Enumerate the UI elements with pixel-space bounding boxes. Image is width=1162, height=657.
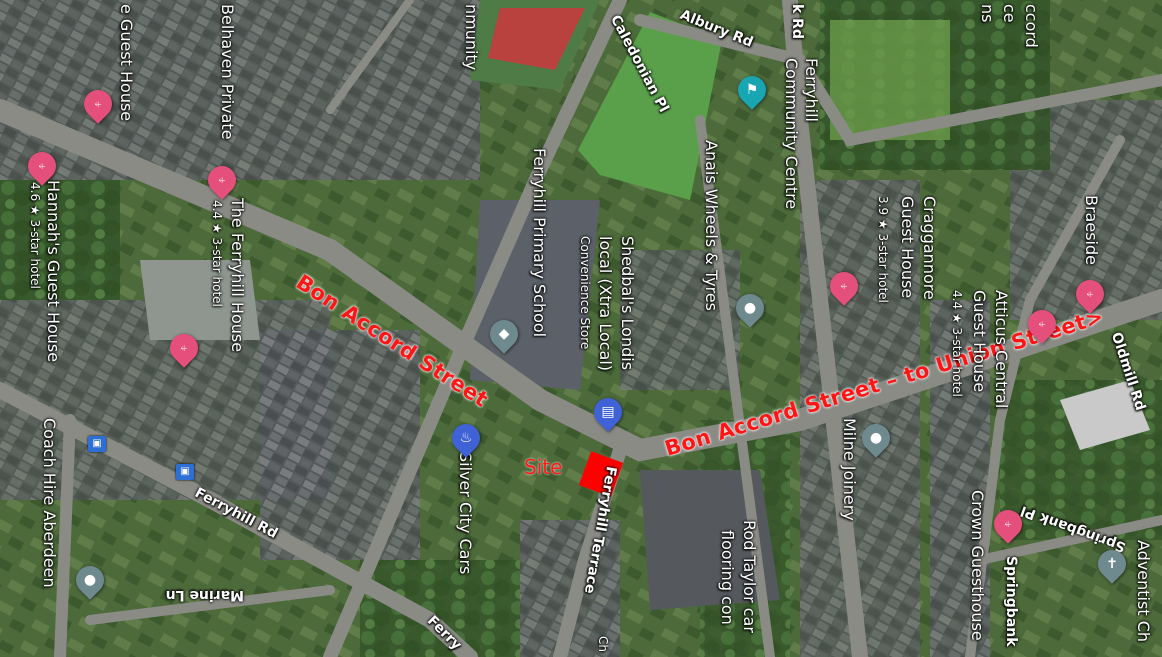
hotel-pin-hannahs[interactable]: ⍅ (22, 146, 62, 186)
label-community-top: nmunity (462, 4, 481, 71)
hotel-bed-icon: ⍅ (839, 278, 849, 294)
label-braeside[interactable]: Braeside (1082, 195, 1101, 265)
hotel-bed-icon: ⍅ (1037, 316, 1047, 332)
label-craggannore-rating: 3.9 ★ 3-star hotel (876, 196, 890, 303)
label-coach-hire-aberdeen[interactable]: Coach Hire Aberdeen (40, 418, 59, 588)
label-ferryhill-cc-line1[interactable]: Ferryhill (802, 58, 821, 122)
label-hannahs-guest-house[interactable]: Hannah's Guest House (44, 180, 63, 363)
label-atticus-rating: 4.4 ★ 3-star hotel (950, 290, 964, 397)
store-icon: ▤ (601, 404, 615, 420)
label-rod-taylor[interactable]: Rod Taylor car (740, 520, 759, 633)
place-pin-anais[interactable]: ● (730, 288, 770, 328)
hotel-bed-icon: ⍅ (1003, 516, 1013, 532)
label-silver-city-cars[interactable]: Silver City Cars (456, 452, 475, 575)
community-centre-pin[interactable]: ⚑ (732, 70, 772, 110)
label-crown-guesthouse[interactable]: Crown Guesthouse (968, 490, 987, 641)
place-dot-icon: ● (743, 300, 757, 316)
place-pin-coach-hire[interactable]: ● (70, 560, 110, 600)
label-ferryhill-cc-line2[interactable]: Community Centre (782, 58, 801, 210)
label-convenience-store: Convenience Store (578, 236, 592, 350)
label-milne-joinery[interactable]: Milne Joinery (840, 418, 859, 521)
hotel-pin-braeside[interactable]: ⍅ (1070, 274, 1110, 314)
hotel-pin-ferryhill-house[interactable]: ⍅ (164, 328, 204, 368)
label-atticus-guest-house[interactable]: Guest House (970, 290, 989, 393)
label-accord-top: ccord (1022, 4, 1041, 48)
bus-stop-icon[interactable]: ▣ (176, 464, 194, 480)
place-pin-ferryhill-primary[interactable]: ◆ (484, 314, 524, 354)
hotel-bed-icon: ⍅ (217, 172, 227, 188)
hotel-pin-belhaven[interactable]: ⍅ (202, 160, 242, 200)
label-shedbals-local: local (Xtra Local) (596, 236, 615, 372)
hotel-pin-craggannore[interactable]: ⍅ (824, 266, 864, 306)
label-ferryhill-primary-school[interactable]: Ferryhill Primary School (530, 148, 549, 338)
label-anais-wheels-tyres[interactable]: Anais Wheels & Tyres (702, 140, 721, 311)
place-pin-milne[interactable]: ● (856, 418, 896, 458)
hotel-pin-crown[interactable]: ⍅ (988, 504, 1028, 544)
community-icon: ⚑ (745, 82, 759, 98)
place-dot-icon: ● (869, 430, 883, 446)
hotel-pin-atticus[interactable]: ⍅ (1022, 304, 1062, 344)
hotel-pin-guest-house-top[interactable]: ⍅ (78, 84, 118, 124)
label-craggannore[interactable]: Craggannore (920, 196, 939, 300)
label-hannahs-rating: 4.6 ★ 3-star hotel (28, 182, 42, 289)
label-adventist[interactable]: Adventist Ch (1134, 540, 1153, 642)
road-k-rd: k Rd (789, 4, 805, 39)
church-cross-icon: ✝ (1106, 556, 1118, 572)
label-accord-top-2: ce (1000, 4, 1019, 23)
place-dot-icon: ● (83, 572, 97, 588)
hotel-bed-icon: ⍅ (179, 340, 189, 356)
school-icon: ◆ (498, 326, 510, 342)
label-rod-taylor-flooring[interactable]: flooring con (718, 530, 737, 625)
site-label: Site (524, 455, 563, 479)
label-atticus-central[interactable]: Atticus Central (992, 290, 1011, 409)
road-marine-ln: Marine Ln (165, 587, 244, 603)
restaurant-icon: ♨ (459, 430, 473, 446)
store-pin-shedbals[interactable]: ▤ (588, 392, 628, 432)
label-craggannore-guest-house[interactable]: Guest House (898, 196, 917, 299)
hotel-bed-icon: ⍅ (1085, 286, 1095, 302)
road-springbank: Springbank (1003, 556, 1019, 647)
label-accord-top-3: ns (978, 4, 997, 23)
label-the-ferryhill-house[interactable]: The Ferryhill House (228, 198, 247, 353)
label-guest-house-top[interactable]: e Guest House (117, 4, 136, 122)
bus-stop-icon[interactable]: ▣ (88, 436, 106, 452)
hotel-bed-icon: ⍅ (37, 158, 47, 174)
hotel-bed-icon: ⍅ (93, 96, 103, 112)
label-ch-bottom: Ch (596, 636, 610, 652)
label-belhaven-private[interactable]: Belhaven Private (218, 4, 237, 140)
label-ferryhill-house-rating: 4.4 ★ 3-star hotel (210, 200, 224, 307)
restaurant-pin-silver-city[interactable]: ♨ (446, 418, 486, 458)
label-shedbals-londis[interactable]: Shedbal's Londis (618, 236, 637, 371)
place-pin-adventist[interactable]: ✝ (1092, 544, 1132, 584)
